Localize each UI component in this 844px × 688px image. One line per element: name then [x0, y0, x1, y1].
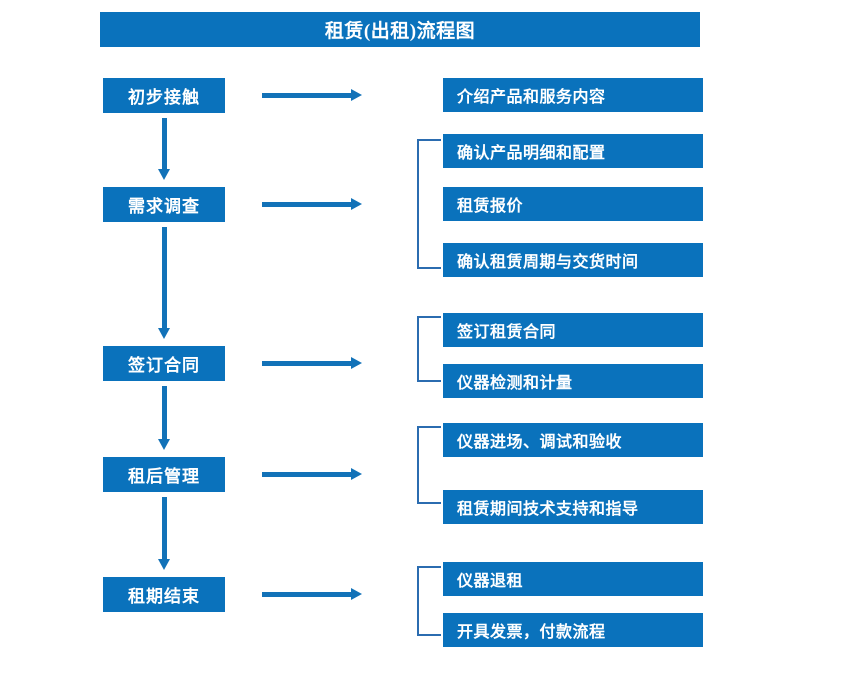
- page-title: 租赁(出租)流程图: [100, 12, 700, 47]
- vertical-arrow-icon: [158, 497, 170, 570]
- horizontal-arrow-icon: [262, 357, 362, 369]
- detail-box[interactable]: 确认产品明细和配置: [443, 134, 703, 168]
- horizontal-arrow-icon: [262, 588, 362, 600]
- detail-box[interactable]: 仪器检测和计量: [443, 364, 703, 398]
- arrow-head: [351, 588, 362, 600]
- arrow-stem: [162, 497, 167, 560]
- arrow-head: [158, 559, 170, 570]
- arrow-stem: [262, 202, 352, 207]
- vertical-arrow-icon: [158, 227, 170, 339]
- stage-box[interactable]: 租后管理: [103, 457, 225, 492]
- arrow-head: [351, 357, 362, 369]
- detail-box[interactable]: 开具发票，付款流程: [443, 613, 703, 647]
- detail-box[interactable]: 租赁报价: [443, 187, 703, 221]
- horizontal-arrow-icon: [262, 468, 362, 480]
- vertical-arrow-icon: [158, 386, 170, 450]
- arrow-stem: [162, 118, 167, 170]
- arrow-stem: [162, 386, 167, 440]
- arrow-stem: [262, 592, 352, 597]
- vertical-arrow-icon: [158, 118, 170, 180]
- group-bracket: [417, 316, 441, 382]
- arrow-head: [351, 468, 362, 480]
- stage-box[interactable]: 签订合同: [103, 346, 225, 381]
- arrow-head: [158, 169, 170, 180]
- stage-box[interactable]: 租期结束: [103, 577, 225, 612]
- stage-box[interactable]: 初步接触: [103, 78, 225, 113]
- arrow-stem: [162, 227, 167, 329]
- detail-box[interactable]: 确认租赁周期与交货时间: [443, 243, 703, 277]
- arrow-stem: [262, 472, 352, 477]
- arrow-head: [158, 439, 170, 450]
- horizontal-arrow-icon: [262, 198, 362, 210]
- arrow-head: [351, 89, 362, 101]
- arrow-head: [351, 198, 362, 210]
- group-bracket: [417, 139, 441, 269]
- arrow-stem: [262, 93, 352, 98]
- detail-box[interactable]: 仪器退租: [443, 562, 703, 596]
- group-bracket: [417, 566, 441, 636]
- arrow-stem: [262, 361, 352, 366]
- detail-box[interactable]: 仪器进场、调试和验收: [443, 423, 703, 457]
- detail-box[interactable]: 介绍产品和服务内容: [443, 78, 703, 112]
- horizontal-arrow-icon: [262, 89, 362, 101]
- detail-box[interactable]: 签订租赁合同: [443, 313, 703, 347]
- arrow-head: [158, 328, 170, 339]
- group-bracket: [417, 426, 441, 504]
- detail-box[interactable]: 租赁期间技术支持和指导: [443, 490, 703, 524]
- stage-box[interactable]: 需求调查: [103, 187, 225, 222]
